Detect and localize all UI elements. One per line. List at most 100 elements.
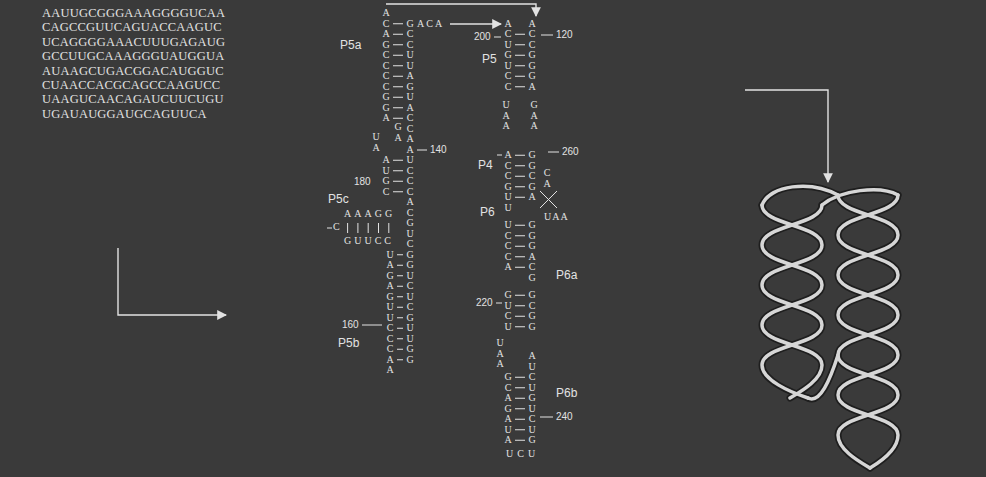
base-pair (515, 326, 525, 327)
sequence-line: GCCUUGCAAAGGGUAUGGUA (42, 49, 224, 63)
sequence-line: CUAACCACGCAGCCAAGUCC (42, 78, 220, 92)
helix-name: P4 (478, 158, 493, 172)
helix-name: P6b (556, 386, 577, 400)
base-pair (515, 44, 525, 45)
helix-name: P6 (480, 205, 495, 219)
tertiary-ribbon (762, 186, 898, 468)
base-pair (515, 34, 525, 35)
nucleotide-strand: GGGACG (527, 220, 537, 283)
nucleotide-strand: UCU (506, 449, 539, 460)
sequence-line: UAAGUCAACAGAUCUUCUGU (42, 92, 224, 106)
base-pair (515, 419, 525, 420)
sequence-line: AUAAGCUGACGGACAUGGUC (42, 64, 224, 78)
base-pair (515, 197, 525, 198)
nucleotide-strand: AUCCCACGUCGGUCUCGUUGG (405, 145, 415, 366)
base-pair (393, 191, 403, 192)
base-pair (515, 316, 525, 317)
residue-number: 260 (562, 146, 579, 158)
base-pair (393, 181, 403, 182)
base-pair (397, 254, 403, 255)
nucleotide-strand: CA (542, 168, 552, 189)
base-pair (397, 328, 403, 329)
nucleotide-strand: UAA (501, 100, 511, 132)
base-pair (393, 23, 403, 24)
base-pair (388, 223, 389, 233)
base-pair (393, 170, 403, 171)
base-pair (515, 165, 525, 166)
base-pair (397, 286, 403, 287)
residue-number: 200 (474, 31, 491, 43)
nucleotide-strand: ACCGUU (503, 150, 513, 213)
base-pair (515, 65, 525, 66)
base-pair (393, 97, 403, 98)
residue-number: 140 (430, 144, 447, 156)
base-pair (347, 223, 348, 233)
base-pair (357, 223, 358, 233)
base-pair (515, 398, 525, 399)
base-pair (397, 338, 403, 339)
base-pair (397, 359, 403, 360)
base-pair (397, 275, 403, 276)
helix-name: P5c (328, 192, 349, 206)
sequence-line: AAUUGCGGGAAAGGGGUCAA (42, 6, 225, 20)
residue-number: 160 (342, 319, 359, 331)
nucleotide-strand: GUCU (503, 290, 513, 332)
base-pair (397, 296, 403, 297)
base-pair (393, 44, 403, 45)
base-pair (515, 235, 525, 236)
nucleotide-strand: UAA (495, 338, 505, 370)
base-pair (393, 76, 403, 77)
nucleotide-strand: GGCGA (527, 150, 537, 203)
nucleotide-strand: ACA (417, 19, 444, 30)
nucleotide-strand: AUCUGUCUG (527, 351, 537, 446)
base-pair (515, 225, 525, 226)
base-pair (515, 377, 525, 378)
nucleotide-strand: UAA (544, 212, 569, 223)
residue-number: 220 (476, 297, 493, 309)
base-pair (515, 155, 525, 156)
base-pair (393, 118, 403, 119)
nucleotide-strand: GA (393, 122, 403, 143)
base-pair (515, 305, 525, 306)
base-pair (393, 65, 403, 66)
base-pair (397, 349, 403, 350)
nucleotide-strand: ACAGCCCCGGA (381, 8, 391, 124)
base-pair (393, 86, 403, 87)
sequence-line: UCAGGGGAAACUUUGAGAUG (42, 35, 225, 49)
sequence-line: UGAUAUGGAUGCAGUUCA (42, 107, 207, 121)
sequence-line: CAGCCGUUCAGUACCAAGUC (42, 20, 222, 34)
base-pair (515, 176, 525, 177)
helix-name: P5a (340, 38, 361, 52)
base-pair (515, 76, 525, 77)
base-pair (515, 256, 525, 257)
base-pair (397, 317, 403, 318)
nucleotide-strand: AUGC (381, 155, 391, 197)
residue-number: 120 (556, 29, 573, 41)
helix-name: P6a (556, 268, 577, 282)
base-pair (378, 223, 379, 233)
nucleotide-strand: ACUGUCC (503, 19, 513, 93)
nucleotide-strand: GCAGAUA (503, 372, 513, 446)
strand-connector (450, 23, 501, 24)
residue-number: 240 (556, 411, 573, 423)
nucleotide-strand: UA (371, 132, 381, 153)
residue-number: 180 (354, 176, 371, 188)
base-pair (515, 55, 525, 56)
nucleotide-strand: GCGG (527, 290, 537, 332)
base-pair (515, 86, 525, 87)
base-pair (515, 440, 525, 441)
base-pair (515, 429, 525, 430)
base-pairs (348, 24, 525, 441)
flow-arrow (745, 90, 828, 182)
strand-connector (386, 4, 536, 16)
base-pair (393, 107, 403, 108)
flow-arrow (118, 248, 226, 315)
nucleotide-strand: AAAGG (344, 209, 395, 220)
helix-name: P5 (482, 52, 497, 66)
base-pair (397, 307, 403, 308)
base-pair (515, 387, 525, 388)
nucleotide-strand: GUUCC (344, 236, 394, 247)
base-pair (515, 267, 525, 268)
base-pair (515, 186, 525, 187)
